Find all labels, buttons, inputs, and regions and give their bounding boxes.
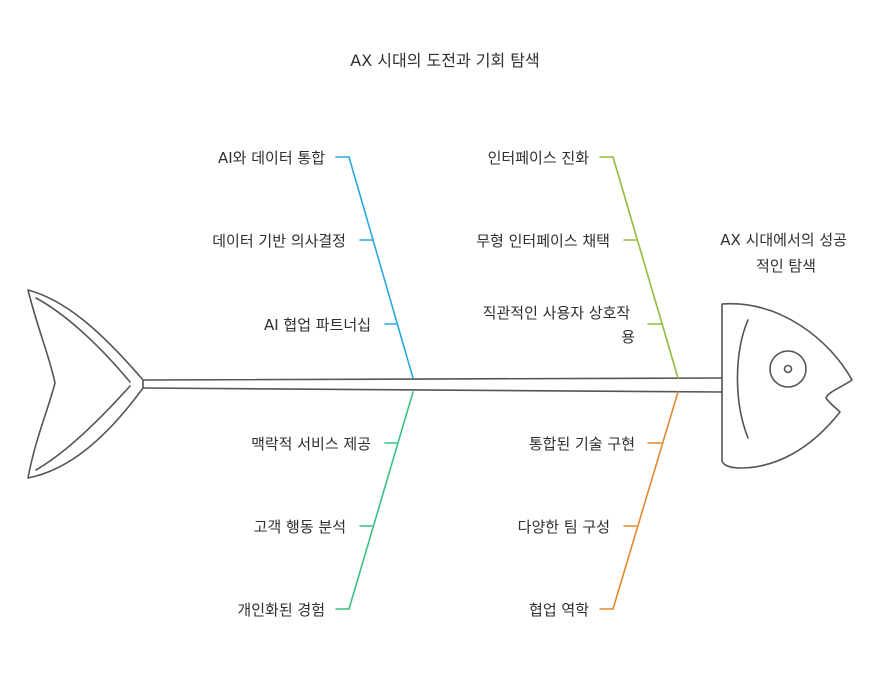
cause-ai-data-integration: AI와 데이터 통합	[218, 149, 325, 167]
cause-data-driven-decision: 데이터 기반 의사결정	[212, 232, 346, 250]
head-label-line-2: 적인 탐색	[756, 257, 816, 275]
branch-bottom-right	[599, 391, 679, 610]
branch-line	[612, 156, 679, 379]
cause-intuitive-interaction: 직관적인 사용자 상호작 용	[483, 304, 635, 346]
cause-contextual-service: 맥락적 서비스 제공	[251, 435, 371, 453]
cause-collaboration-dynamics: 협업 역학	[529, 601, 589, 619]
cause-intuitive-interaction-line-1: 직관적인 사용자 상호작	[483, 304, 631, 322]
branch-bottom-left	[335, 391, 414, 610]
cause-diverse-team: 다양한 팀 구성	[518, 518, 610, 536]
cause-interface-evolution: 인터페이스 진화	[488, 149, 590, 167]
fish-tail-inner	[35, 297, 131, 471]
fish-pupil	[783, 364, 793, 374]
diagram-title: AX 시대의 도전과 기회 탐색	[350, 51, 539, 70]
branch-top-left	[335, 156, 414, 379]
branch-top-right	[599, 156, 679, 379]
branch-line	[612, 391, 679, 610]
cause-ai-collaboration: AI 협업 파트너십	[264, 316, 371, 334]
branch-line	[348, 391, 414, 610]
cause-customer-behavior: 고객 행동 분석	[254, 518, 346, 536]
branch-line	[348, 156, 414, 379]
cause-personalized-experience: 개인화된 경험	[237, 601, 325, 619]
head-label-line-1: AX 시대에서의 성공	[720, 231, 847, 249]
cause-intuitive-interaction-line-2: 용	[621, 328, 635, 346]
cause-intangible-interface: 무형 인터페이스 채택	[476, 232, 610, 250]
fish-tail	[27, 289, 144, 479]
spine	[142, 377, 723, 393]
head-label: AX 시대에서의 성공 적인 탐색	[720, 231, 851, 275]
fish-gill	[736, 319, 749, 439]
cause-integrated-tech: 통합된 기술 구현	[529, 435, 635, 453]
fish-eye	[769, 350, 807, 388]
